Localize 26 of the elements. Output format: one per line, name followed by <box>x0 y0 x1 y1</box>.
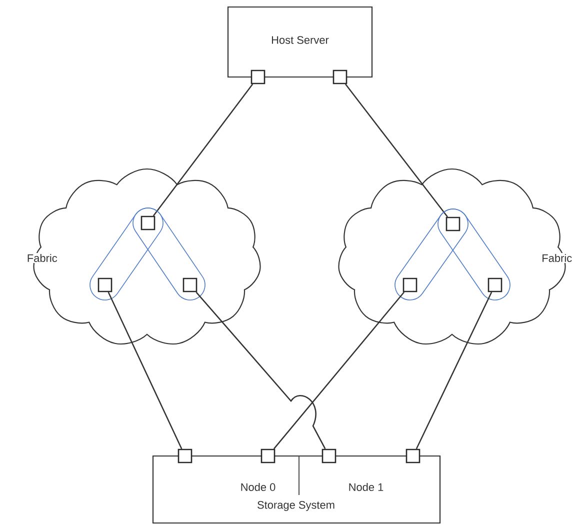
cable <box>196 292 326 450</box>
box: Host Server <box>227 6 373 78</box>
cloud: Fabric <box>338 168 574 344</box>
link-loop <box>438 208 510 300</box>
port-square <box>178 448 192 464</box>
port-square <box>406 448 420 464</box>
port-square <box>260 448 276 464</box>
link-loop <box>90 208 164 300</box>
cable <box>273 292 405 450</box>
cable <box>416 292 492 450</box>
link-loop <box>132 208 206 300</box>
port-square <box>322 448 336 464</box>
link-loop <box>394 208 468 300</box>
port-square <box>488 278 502 292</box>
port-square <box>332 70 348 84</box>
port-square <box>250 70 266 84</box>
port-square <box>98 278 112 292</box>
cable <box>344 84 448 218</box>
cable <box>108 292 182 450</box>
port-square <box>446 216 460 232</box>
port-square <box>182 278 198 292</box>
cable <box>152 84 254 216</box>
port-square <box>402 278 418 292</box>
box: Node 0 Node 1 Storage System <box>152 455 441 524</box>
cloud: Fabric <box>26 168 261 344</box>
port-square <box>140 216 156 230</box>
